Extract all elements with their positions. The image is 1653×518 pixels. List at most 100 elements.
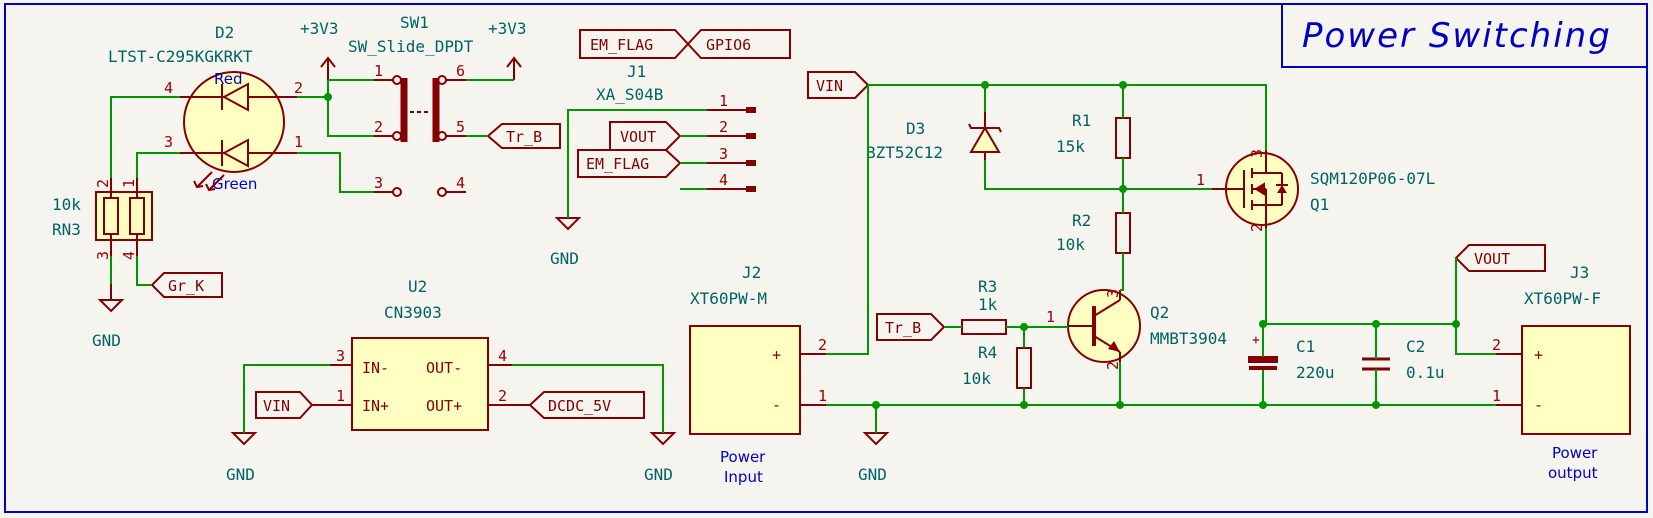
label-em-flag-top: EM_FLAG [579, 29, 690, 59]
svg-text:2: 2 [1104, 361, 1122, 370]
sheet-frame [4, 3, 1648, 513]
d3-ref: D3 [906, 119, 925, 138]
label-dcdc-5v: DCDC_5V [528, 391, 645, 419]
svg-text:+: + [1252, 333, 1260, 348]
svg-text:1k: 1k [978, 295, 998, 314]
label-vout-right: VOUT [1454, 244, 1546, 272]
svg-text:3: 3 [719, 145, 728, 163]
svg-text:C1: C1 [1296, 337, 1315, 356]
svg-text:GND: GND [92, 331, 121, 350]
resistor-r2: R2 10k [1056, 211, 1131, 254]
label-vout-j1: VOUT [609, 121, 682, 151]
connector-j1: J1 XA_S04B 1 2 3 4 [596, 62, 756, 192]
capacitor-c2: C2 0.1u [1362, 337, 1445, 382]
j2-note-2: Input [724, 468, 763, 486]
svg-text:DCDC_5V: DCDC_5V [548, 397, 611, 415]
svg-text:OUT+: OUT+ [426, 397, 462, 415]
svg-text:4: 4 [498, 347, 507, 365]
svg-text:3: 3 [336, 347, 345, 365]
mosfet-q1: Q1 SQM120P06-07L 3 1 2 [1196, 149, 1435, 232]
wires [110, 79, 1496, 433]
power-3v3-right: +3V3 [488, 19, 527, 80]
label-tr-b-r3: Tr_B [876, 313, 946, 341]
j2-value: XT60PW-M [690, 289, 767, 308]
svg-text:4: 4 [120, 251, 138, 260]
svg-text:VIN: VIN [816, 77, 843, 95]
resistor-r4: R4 10k [962, 343, 1032, 389]
svg-text:3: 3 [1104, 289, 1122, 298]
j3-value: XT60PW-F [1524, 289, 1601, 308]
j3-note-2: output [1548, 464, 1598, 482]
svg-text:OUT-: OUT- [426, 359, 462, 377]
switch-sw1: SW1 SW_Slide_DPDT 1 2 3 6 5 4 [348, 13, 474, 197]
svg-text:1: 1 [719, 92, 728, 110]
j3-note-1: Power [1552, 444, 1598, 462]
svg-text:R2: R2 [1072, 211, 1091, 230]
svg-text:3: 3 [374, 174, 383, 192]
svg-text:1: 1 [1196, 171, 1205, 189]
svg-text:0.1u: 0.1u [1406, 363, 1445, 382]
svg-text:1: 1 [294, 133, 303, 151]
sheet-title: Power Switching [1302, 16, 1612, 56]
rn3-value: 10k [52, 195, 81, 214]
svg-text:-: - [1534, 396, 1543, 414]
svg-text:4: 4 [719, 171, 728, 189]
sw1-value: SW_Slide_DPDT [348, 37, 474, 56]
svg-text:EM_FLAG: EM_FLAG [586, 155, 649, 173]
resistor-network-rn3: 10k RN3 2 1 3 4 [52, 178, 153, 260]
svg-text:1: 1 [120, 179, 138, 188]
resistor-r1: R1 15k [1056, 111, 1131, 159]
label-em-flag-j1: EM_FLAG [577, 149, 682, 178]
svg-text:IN+: IN+ [362, 397, 389, 415]
svg-text:2: 2 [818, 336, 827, 354]
svg-text:2: 2 [1248, 223, 1266, 232]
svg-text:6: 6 [456, 62, 465, 80]
svg-text:220u: 220u [1296, 363, 1335, 382]
title-box [1281, 3, 1648, 68]
q1-ref: Q1 [1310, 195, 1329, 214]
svg-text:Tr_B: Tr_B [885, 319, 921, 337]
label-vin-u2: VIN [255, 391, 314, 419]
svg-text:R1: R1 [1072, 111, 1091, 130]
svg-text:1: 1 [336, 387, 345, 405]
led-d2: D2 LTST-C295KGKRKT Red Green 4 2 3 1 [108, 23, 303, 193]
power-3v3-left: +3V3 [300, 19, 339, 80]
svg-text:Gr_K: Gr_K [168, 277, 204, 295]
svg-text:R4: R4 [978, 343, 997, 362]
svg-text:4: 4 [164, 79, 173, 97]
svg-text:1: 1 [818, 387, 827, 405]
j1-ref: J1 [627, 62, 646, 81]
svg-text:2: 2 [294, 79, 303, 97]
gnd-j1: GND [550, 217, 582, 268]
d2-green-label: Green [212, 175, 257, 193]
u2-value: CN3903 [384, 303, 442, 322]
gnd-j2: GND [858, 432, 890, 484]
svg-text:GND: GND [550, 249, 579, 268]
svg-text:3: 3 [94, 251, 112, 260]
label-gpio6: GPIO6 [686, 29, 791, 59]
j3-ref: J3 [1570, 263, 1589, 282]
svg-text:4: 4 [456, 174, 465, 192]
svg-text:1: 1 [1046, 308, 1055, 326]
svg-text:15k: 15k [1056, 137, 1085, 156]
svg-text:2: 2 [498, 387, 507, 405]
svg-text:+: + [772, 346, 781, 364]
svg-text:IN-: IN- [362, 359, 389, 377]
svg-text:3: 3 [164, 133, 173, 151]
svg-text:-: - [772, 396, 781, 414]
svg-text:10k: 10k [962, 369, 991, 388]
svg-text:GND: GND [644, 465, 673, 484]
svg-text:5: 5 [456, 118, 465, 136]
svg-text:R3: R3 [978, 277, 997, 296]
label-gr-k: Gr_K [150, 272, 223, 298]
svg-text:2: 2 [374, 118, 383, 136]
junctions [324, 81, 1460, 409]
sw1-ref: SW1 [400, 13, 429, 32]
svg-text:1: 1 [1492, 387, 1501, 405]
svg-text:VOUT: VOUT [1474, 250, 1510, 268]
svg-text:2: 2 [1492, 336, 1501, 354]
svg-text:3: 3 [1248, 149, 1266, 158]
d3-value: BZT52C12 [866, 143, 943, 162]
d2-ref: D2 [215, 23, 234, 42]
label-vin-top: VIN [807, 71, 870, 99]
